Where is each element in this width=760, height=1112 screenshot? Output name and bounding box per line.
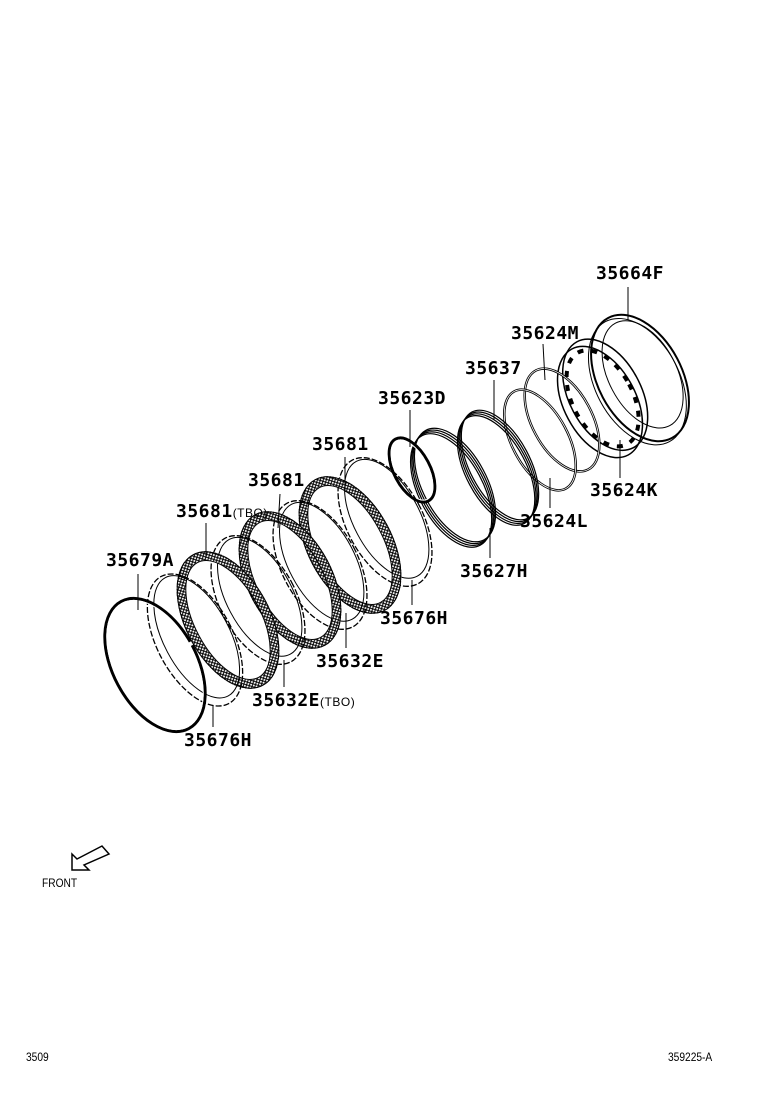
snap-ring-35679A-hl: [106, 599, 204, 731]
disc-35681-outline: [298, 476, 402, 614]
seal-ring-35624L-hl: [503, 389, 577, 491]
leader-line: [542, 343, 546, 381]
plate-35637-layer: [456, 415, 536, 526]
plate-35676H: [337, 457, 433, 587]
front-arrow-icon: [71, 845, 111, 871]
hub-35624K: [556, 345, 644, 459]
plate-35676H-inner: [344, 458, 430, 579]
plate-35632E-inner: [279, 501, 365, 622]
callout-35664F[interactable]: 35664F: [596, 263, 665, 284]
disc-35681: [298, 476, 402, 614]
disc-35681-tbo-outline: [176, 551, 280, 689]
leader-line: [277, 493, 281, 529]
plate-35676H-inner: [153, 575, 241, 699]
disc-35681-tbo-inner: [185, 560, 271, 680]
plate-35627H-layer: [412, 429, 495, 545]
callout-35632E[interactable]: 35632E: [316, 651, 385, 672]
illustration-id: 359225-A: [668, 1050, 713, 1064]
callout-35681[interactable]: 35681: [248, 470, 305, 491]
callout-35676H[interactable]: 35676H: [184, 730, 253, 751]
callout-35624M[interactable]: 35624M: [511, 323, 580, 344]
snap-ring-35679A: [103, 596, 207, 734]
callout-35623D[interactable]: 35623D: [378, 388, 447, 409]
hub-35624K-teeth: [564, 348, 641, 449]
callout-35624L[interactable]: 35624L: [520, 511, 589, 532]
callout-35632E-tbo[interactable]: 35632E(TBO): [252, 690, 355, 711]
plate-35637-layer: [460, 409, 540, 521]
piston-35664F-edge: [587, 317, 687, 446]
part-number: 35632E: [252, 690, 321, 711]
callout-35681-tbo[interactable]: 35681(TBO): [176, 501, 268, 522]
disc-35681-outline: [238, 511, 342, 649]
seal-ring-35624M-hl: [524, 368, 600, 472]
plate-35637-layer: [458, 413, 537, 525]
plate-35676H: [146, 573, 244, 707]
plate-35637-layer: [459, 411, 538, 523]
callout-35679A[interactable]: 35679A: [106, 550, 175, 571]
callout-35637[interactable]: 35637: [465, 358, 522, 379]
tbo-note: (TBO): [232, 506, 268, 520]
snap-ring-35623D: [387, 436, 437, 504]
tbo-note: (TBO): [320, 695, 356, 709]
part-number: 35681: [176, 501, 233, 522]
callout-35627H[interactable]: 35627H: [460, 561, 529, 582]
plate-35632E-tbo-inner: [217, 536, 303, 657]
callout-35624K[interactable]: 35624K: [590, 480, 659, 501]
callout-35681[interactable]: 35681: [312, 434, 369, 455]
plate-35627H-layer: [411, 431, 494, 547]
plate-35627H-layer: [409, 433, 493, 548]
page-code: 3509: [26, 1050, 49, 1064]
piston-35664F: [590, 313, 690, 443]
front-label: FRONT: [42, 876, 78, 890]
callout-35676H[interactable]: 35676H: [380, 608, 449, 629]
hub-35624K-back: [561, 338, 649, 452]
disc-35681-tbo: [176, 551, 280, 689]
plate-35632E: [272, 500, 368, 630]
